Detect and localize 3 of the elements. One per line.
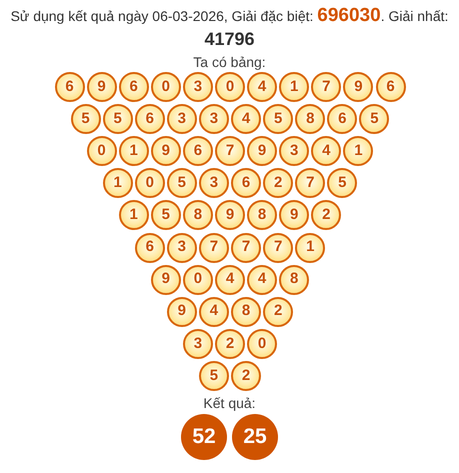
table-intro-label: Ta có bảng:	[193, 53, 266, 71]
intro-text: Sử dụng kết quả ngày 06-03-2026, Giải đặc biệt: 696030. Giải nhất: 41796	[10, 4, 450, 51]
result-label: Kết quả:	[203, 394, 256, 412]
